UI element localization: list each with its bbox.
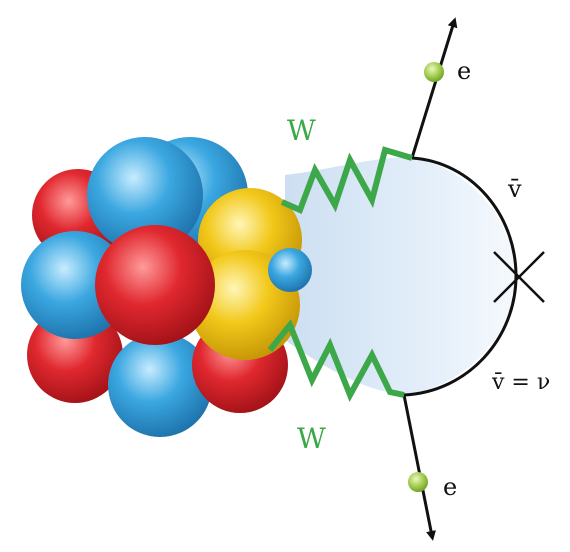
majorana-equality-label: v̄ = ν [491, 370, 550, 395]
electron-bottom-icon [408, 472, 428, 492]
nucleus [21, 137, 312, 437]
antineutrino-label: v̄ [507, 175, 522, 203]
w-boson-bottom [267, 319, 405, 403]
w-top-label: W [287, 114, 316, 147]
interaction-glow [285, 157, 515, 395]
w-boson-top [280, 146, 413, 215]
majorana-cross-icon [493, 251, 545, 303]
electron-line-top [410, 17, 458, 159]
electron-top-label: e [457, 57, 471, 85]
electron-line-bottom [402, 394, 436, 541]
w-bottom-label: W [297, 422, 326, 455]
neutrino-loop [403, 156, 518, 397]
electron-bottom-label: e [443, 473, 457, 501]
electron-top-icon [424, 62, 444, 82]
